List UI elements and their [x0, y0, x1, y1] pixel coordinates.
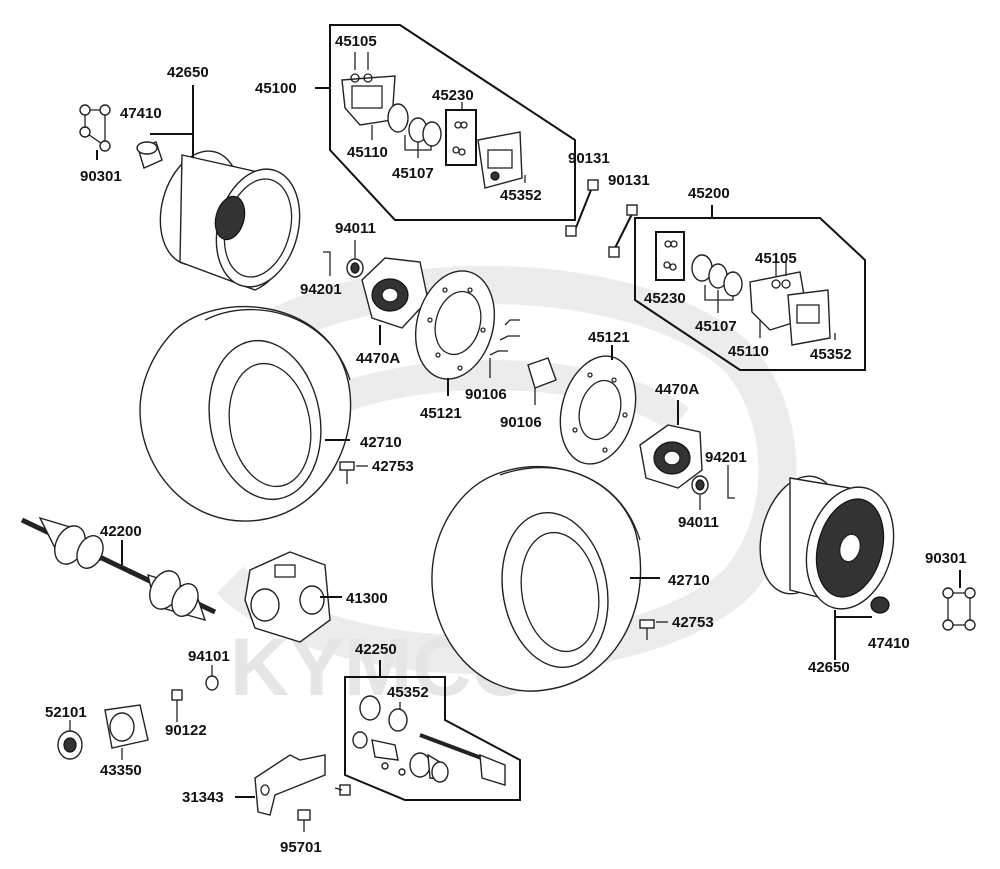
- label-45121-b: 45121: [588, 329, 630, 346]
- label-90131-a: 90131: [568, 150, 610, 167]
- label-42200: 42200: [100, 523, 142, 540]
- label-45200: 45200: [688, 185, 730, 202]
- tire-42710-left: [139, 305, 352, 522]
- tire-42710-right: [431, 465, 642, 692]
- label-45352-b: 45352: [810, 346, 852, 363]
- valve-42753-right: [639, 619, 655, 640]
- label-41300: 41300: [346, 590, 388, 607]
- label-42250: 42250: [355, 641, 397, 658]
- flange-43350: [104, 704, 149, 749]
- brake-disc-45121-left: [414, 270, 496, 380]
- label-42753-a: 42753: [372, 458, 414, 475]
- label-90131-b: 90131: [608, 172, 650, 189]
- label-47410-right: 47410: [868, 635, 910, 652]
- seals-45107-b: [691, 254, 743, 297]
- label-47410-top: 47410: [120, 105, 162, 122]
- label-90122: 90122: [165, 722, 207, 739]
- label-95701: 95701: [280, 839, 322, 856]
- pad-kit-45230-a: [445, 109, 477, 166]
- drive-shaft-42200: [20, 516, 217, 622]
- seal-52101: [57, 730, 83, 760]
- caliper-group-45200-frame: [634, 217, 866, 371]
- nut-47410-right: [870, 596, 890, 614]
- label-90106-a: 90106: [465, 386, 507, 403]
- washer-94101: [205, 675, 219, 691]
- label-4470A-a: 4470A: [356, 350, 400, 367]
- label-94011-b: 94011: [678, 514, 719, 531]
- label-45107-a: 45107: [392, 165, 434, 182]
- bracket-31343: [254, 754, 326, 816]
- label-45105-a: 45105: [335, 33, 377, 50]
- label-45121-a: 45121: [420, 405, 462, 422]
- label-42753-b: 42753: [672, 614, 714, 631]
- brake-bolt-90131-a: [565, 179, 599, 237]
- rim-42650-left: [159, 150, 301, 291]
- studs-90301-top: [79, 104, 111, 152]
- label-94201-a: 94201: [300, 281, 342, 298]
- rim-42650-right: [759, 475, 895, 610]
- pin-94201-right: [727, 475, 735, 499]
- bolts-90106-left: [489, 319, 520, 356]
- caliper-body-45352-b: [787, 289, 831, 346]
- label-45110-a: 45110: [347, 144, 388, 161]
- label-90301-top: 90301: [80, 168, 122, 185]
- label-52101: 52101: [45, 704, 87, 721]
- bearing-94011-right: [691, 475, 709, 495]
- studs-90301-right: [942, 587, 976, 631]
- label-90301-right: 90301: [925, 550, 967, 567]
- label-31343: 31343: [182, 789, 224, 806]
- label-94201-b: 94201: [705, 449, 747, 466]
- differential-41300: [244, 551, 331, 643]
- caliper-body-45352-a: [477, 131, 523, 189]
- bearing-94011-left: [346, 258, 364, 278]
- seals-45107-a: [387, 103, 442, 147]
- label-4470A-b: 4470A: [655, 381, 699, 398]
- axle-kit-parts: [352, 695, 506, 786]
- label-45352-a: 45352: [500, 187, 542, 204]
- bolt-95701: [297, 809, 311, 832]
- label-90106-b: 90106: [500, 414, 542, 431]
- label-45230-a: 45230: [432, 87, 474, 104]
- nut-47410-top: [136, 141, 163, 169]
- pin-94201-left: [323, 251, 331, 276]
- bolt-near-31343: [334, 784, 351, 796]
- hub-4470A-right: [639, 424, 703, 489]
- caliper-bracket-45105-a: [341, 73, 396, 126]
- label-42650-right: 42650: [808, 659, 850, 676]
- label-42710-b: 42710: [668, 572, 710, 589]
- axle-kit-42250-frame: [344, 676, 521, 801]
- bolt-90122: [171, 689, 183, 712]
- label-45105-b: 45105: [755, 250, 797, 267]
- label-45352-c: 45352: [387, 684, 429, 701]
- label-45100: 45100: [255, 80, 297, 97]
- label-45110-b: 45110: [728, 343, 769, 360]
- label-94101: 94101: [188, 648, 230, 665]
- label-43350: 43350: [100, 762, 142, 779]
- caliper-group-45100-frame: [329, 24, 576, 221]
- label-94011-a: 94011: [335, 220, 376, 237]
- label-45230-b: 45230: [644, 290, 686, 307]
- pad-kit-45230-b: [655, 231, 685, 281]
- hub-4470A-left: [361, 257, 429, 329]
- label-42710-a: 42710: [360, 434, 402, 451]
- brake-bolt-90131-b: [608, 204, 638, 258]
- plate-90106-right: [527, 357, 557, 389]
- label-45107-b: 45107: [695, 318, 737, 335]
- label-42650-top: 42650: [167, 64, 209, 81]
- valve-42753-left: [339, 461, 355, 484]
